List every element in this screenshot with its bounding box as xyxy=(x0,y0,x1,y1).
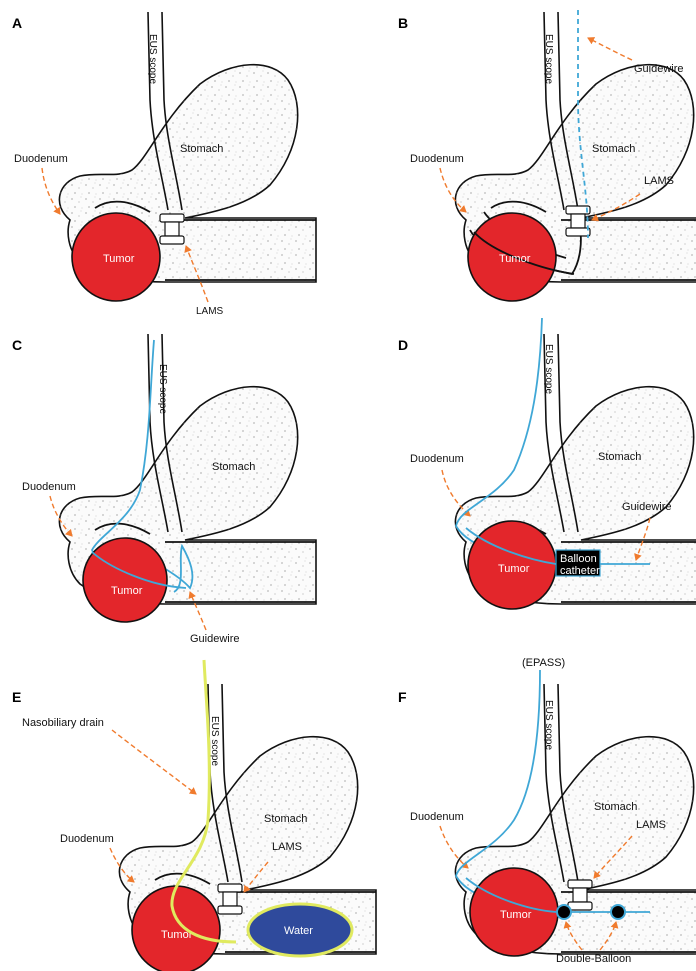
panel-b-letter: B xyxy=(398,15,408,31)
panel-d-letter: D xyxy=(398,337,408,353)
guidewire-label: Guidewire xyxy=(190,633,240,645)
lams-label: LAMS xyxy=(636,819,666,831)
panel-c: C EUS scope Stomach Duodenum Tumor Guide… xyxy=(12,334,316,645)
tumor xyxy=(83,538,167,622)
duodenum-label: Duodenum xyxy=(410,811,464,823)
eus-scope-label: EUS scope xyxy=(209,716,220,766)
panel-f: F EUS scope Stomach Duodenum Tumor LAMS … xyxy=(398,670,696,965)
duodenum-label: Duodenum xyxy=(410,153,464,165)
guidewire-label: Guidewire xyxy=(634,63,684,75)
panel-c-letter: C xyxy=(12,337,22,353)
eus-scope-label: EUS scope xyxy=(543,34,554,84)
duodenum-label: Duodenum xyxy=(410,453,464,465)
lams-label: LAMS xyxy=(272,841,302,853)
duodenum-label: Duodenum xyxy=(14,153,68,165)
stomach-label: Stomach xyxy=(592,143,635,155)
tumor-label: Tumor xyxy=(111,585,143,597)
panel-d: D EUS scope Stomach Duodenum Tumor Ballo… xyxy=(398,318,696,669)
stomach-label: Stomach xyxy=(264,813,307,825)
panel-b: B EUS scope Stomach Duodenum Tumor Guide… xyxy=(398,10,696,301)
panel-f-letter: F xyxy=(398,689,407,705)
guidewire-label: Guidewire xyxy=(622,501,672,513)
nasobiliary-drain-label: Nasobiliary drain xyxy=(22,717,104,729)
balloon-label-1: Balloon xyxy=(560,553,597,565)
eus-scope-label: EUS scope xyxy=(543,700,554,750)
duodenum-label: Duodenum xyxy=(60,833,114,845)
eus-scope-label: EUS scope xyxy=(543,344,554,394)
double-balloon-label: Double-Balloon xyxy=(556,953,631,965)
duodenum-label: Duodenum xyxy=(22,481,76,493)
balloon-label-2: catheter xyxy=(560,565,600,577)
panel-e-letter: E xyxy=(12,689,21,705)
eus-scope-label: EUS scope xyxy=(147,34,158,84)
tumor-label: Tumor xyxy=(500,909,532,921)
stomach-label: Stomach xyxy=(594,801,637,813)
stomach-label: Stomach xyxy=(180,143,223,155)
tumor-label: Tumor xyxy=(499,253,531,265)
lams-label: LAMS xyxy=(644,175,674,187)
water-label: Water xyxy=(284,925,313,937)
panel-a-letter: A xyxy=(12,15,22,31)
stomach-label: Stomach xyxy=(598,451,641,463)
tumor-label: Tumor xyxy=(498,563,530,575)
lams-label: LAMS xyxy=(196,306,224,317)
panel-e: E EUS scope Stomach Duodenum Nasobiliary… xyxy=(12,660,376,971)
balloon-2 xyxy=(611,905,625,919)
panel-a: A EUS scope Stomach Duodenum Tumor LAMS xyxy=(12,12,316,317)
panel-caption: (EPASS) xyxy=(522,657,565,669)
tumor-label: Tumor xyxy=(103,253,135,265)
stomach-label: Stomach xyxy=(212,461,255,473)
eus-scope-label: EUS scope xyxy=(157,364,168,414)
balloon-1 xyxy=(557,905,571,919)
